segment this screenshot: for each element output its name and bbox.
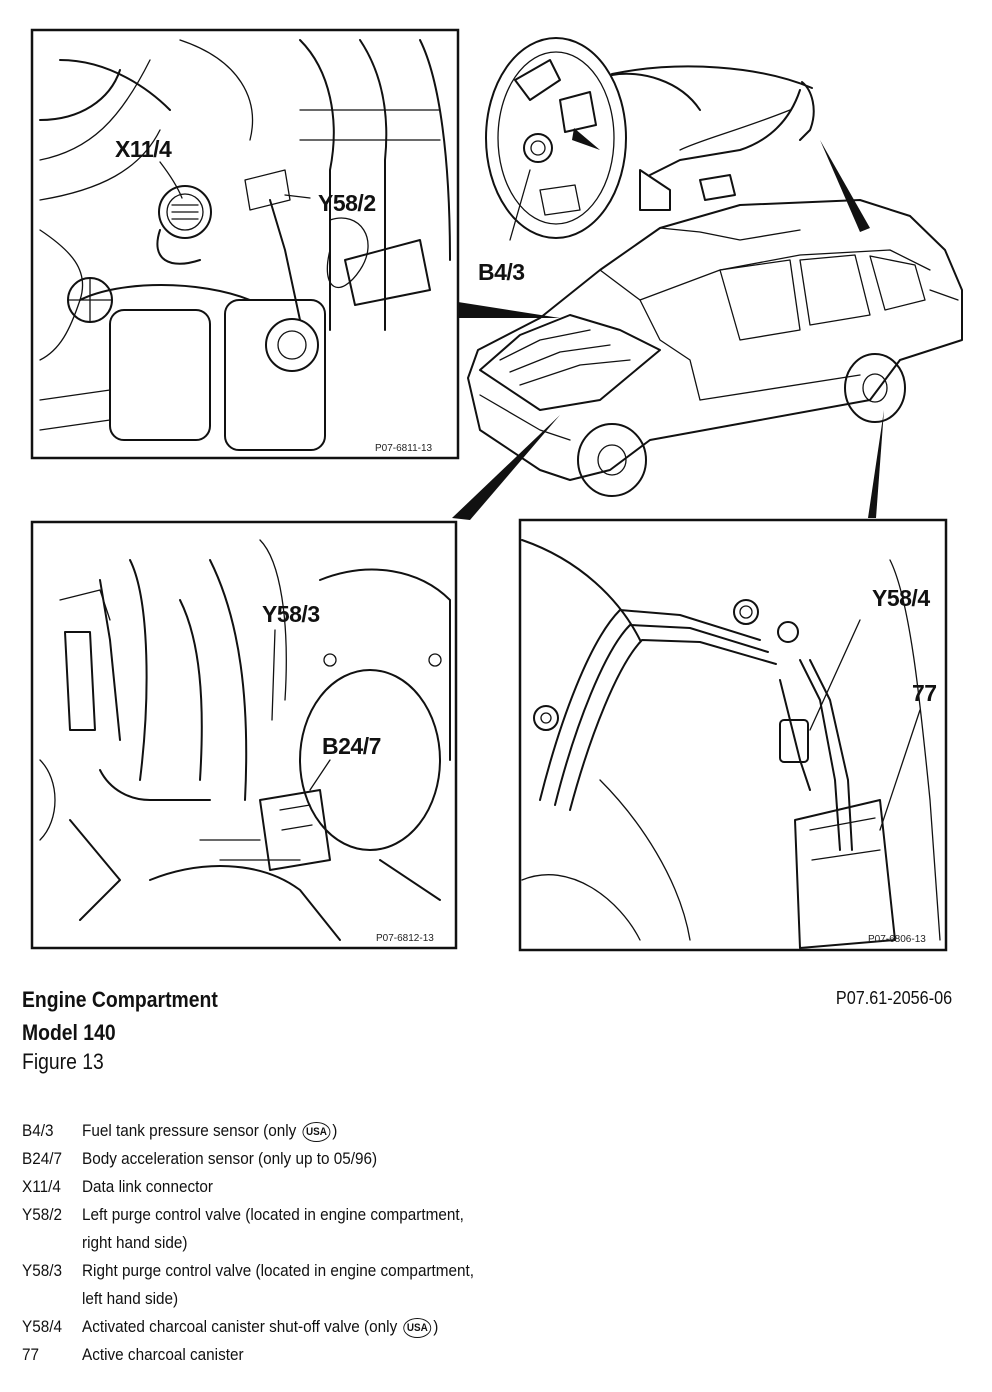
- engine-compartment-figure: X11/4 Y58/2 P07-6811-13 B4/3: [30, 28, 963, 952]
- legend-item: Y58/2 Left purge control valve (located …: [22, 1201, 582, 1257]
- legend-text: Data link connector: [82, 1177, 213, 1196]
- legend-text: Active charcoal canister: [82, 1345, 244, 1364]
- photo-code-top-left: P07-6811-13: [375, 443, 433, 454]
- fuel-cap-detail: B4/3: [478, 37, 815, 285]
- callout-x11-4: X11/4: [115, 136, 172, 162]
- legend-code: B4/3: [22, 1121, 54, 1140]
- legend-item: Y58/3 Right purge control valve (located…: [22, 1257, 582, 1313]
- legend-code: B24/7: [22, 1149, 62, 1168]
- callout-b4-3: B4/3: [478, 259, 525, 285]
- component-legend: B4/3 Fuel tank pressure sensor (only USA…: [22, 1117, 582, 1369]
- panel-data-link-connector: X11/4 Y58/2 P07-6811-13: [30, 28, 460, 460]
- document-reference: P07.61-2056-06: [835, 988, 952, 1008]
- legend-code: 77: [22, 1345, 40, 1364]
- legend-item: X11/4 Data link connector: [22, 1173, 582, 1201]
- leader-line-fuel-cap: [611, 65, 813, 89]
- legend-item: Y58/4 Activated charcoal canister shut-o…: [22, 1313, 582, 1341]
- legend-code: X11/4: [22, 1177, 61, 1196]
- callout-b24-7: B24/7: [322, 733, 381, 759]
- callout-y58-4: Y58/4: [872, 585, 930, 611]
- caption-title: Engine Compartment: [22, 987, 218, 1012]
- leader-wedge-top-left: [458, 302, 560, 318]
- legend-text: Left purge control valve (located in eng…: [82, 1205, 464, 1252]
- car-illustration: [467, 199, 963, 497]
- photo-code-bottom-right: P07-6806-13: [868, 934, 926, 945]
- caption-model: Model 140: [22, 1020, 116, 1045]
- legend-item: 77 Active charcoal canister: [22, 1341, 582, 1369]
- panel-purge-control-valve: Y58/3 B24/7 P07-6812-13: [30, 520, 458, 950]
- photo-code-bottom-left: P07-6812-13: [376, 933, 434, 944]
- legend-text: Fuel tank pressure sensor (only USA): [82, 1121, 338, 1142]
- legend-text: Right purge control valve (located in en…: [82, 1261, 475, 1308]
- leader-wedge-bottom-left: [452, 415, 560, 520]
- caption-figure-number: Figure 13: [22, 1049, 104, 1074]
- legend-item: B4/3 Fuel tank pressure sensor (only USA…: [22, 1117, 582, 1145]
- panel-charcoal-canister: Y58/4 77 P07-6806-13: [518, 518, 948, 952]
- legend-code: Y58/2: [22, 1205, 62, 1224]
- figure-caption: Engine Compartment Model 140 Figure 13: [22, 983, 244, 1075]
- leader-wedge-top-right: [820, 140, 870, 232]
- legend-item: B24/7 Body acceleration sensor (only up …: [22, 1145, 582, 1173]
- legend-text: Body acceleration sensor (only up to 05/…: [82, 1149, 378, 1168]
- usa-badge-icon: USA: [302, 1121, 331, 1142]
- leader-wedge-bottom-right: [868, 410, 884, 518]
- callout-77: 77: [912, 680, 937, 706]
- legend-code: Y58/3: [22, 1261, 62, 1280]
- callout-y58-2: Y58/2: [318, 190, 376, 216]
- callout-y58-3: Y58/3: [262, 601, 320, 627]
- usa-badge-icon: USA: [403, 1317, 432, 1338]
- legend-text: Activated charcoal canister shut-off val…: [82, 1317, 439, 1338]
- legend-code: Y58/4: [22, 1317, 62, 1336]
